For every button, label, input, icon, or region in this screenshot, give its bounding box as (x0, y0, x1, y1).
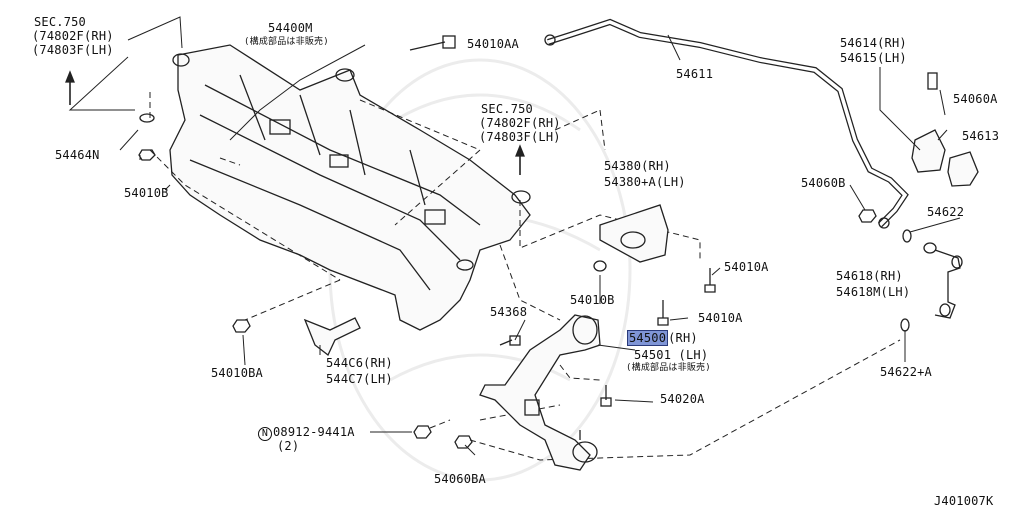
label-54615: 54615(LH) (840, 51, 907, 65)
label-54060a: 54060A (953, 92, 998, 106)
label-54400m: 54400M (268, 21, 313, 35)
leader-54614 (879, 67, 921, 151)
fasteners (138, 35, 938, 449)
label-qty-2: (2) (277, 439, 300, 453)
label-54010b-top: 54010B (124, 186, 169, 200)
arrowhead-a (65, 70, 75, 83)
label-74803f-a: (74803F(LH) (32, 43, 114, 57)
label-54618: 54618(RH) (836, 269, 903, 283)
label-74802f-b: (74802F(RH) (479, 116, 561, 130)
label-54613: 54613 (962, 129, 1000, 143)
stabilizer-end-right (878, 217, 890, 229)
subframe (169, 44, 531, 331)
label-54500-rh: (RH) (668, 331, 698, 345)
label-54501: 54501 (LH) (634, 348, 709, 362)
label-544c6: 544C6(RH) (326, 356, 393, 370)
clamp-54614 (911, 129, 946, 173)
label-54618m: 54618M(LH) (836, 285, 911, 299)
lower-arm-54500 (479, 314, 601, 471)
n-circle-symbol: N (258, 427, 272, 441)
stabilizer-link-54618 (923, 242, 963, 319)
label-54400m-note: (構成部品は非販売) (244, 37, 329, 47)
label-sec750-b: SEC.750 (481, 102, 533, 116)
label-54611: 54611 (676, 67, 714, 81)
label-54010a-1: 54010A (724, 260, 769, 274)
stabilizer-end-left (544, 34, 556, 46)
label-54501-note: (構成部品は非販売) (626, 363, 711, 373)
highlighted-part-54500[interactable]: 54500 (627, 330, 669, 346)
label-sec750-a: SEC.750 (34, 15, 86, 29)
label-54464n: 54464N (55, 148, 100, 162)
label-54010ba: 54010BA (211, 366, 263, 380)
drawing-code: J401007K (934, 494, 994, 508)
label-54010aa: 54010AA (467, 37, 519, 51)
label-54380a: 54380+A(LH) (604, 175, 686, 189)
sec750-bracket-a (68, 16, 183, 111)
solid-leaders (119, 34, 961, 456)
label-54010b-mid: 54010B (570, 293, 615, 307)
label-74802f-a: (74802F(RH) (32, 29, 114, 43)
arrowhead-b (515, 144, 525, 157)
label-54622a: 54622+A (880, 365, 932, 379)
label-74803f-b: (74803F(LH) (479, 130, 561, 144)
label-54060ba: 54060BA (434, 472, 486, 486)
label-54380: 54380(RH) (604, 159, 671, 173)
bracket-544c6 (303, 317, 361, 357)
upper-link-54380 (599, 204, 669, 263)
label-54614: 54614(RH) (840, 36, 907, 50)
label-54060b: 54060B (801, 176, 846, 190)
bushing-54613 (947, 151, 979, 187)
label-54020a: 54020A (660, 392, 705, 406)
label-54368: 54368 (490, 305, 528, 319)
leader-lines (149, 92, 901, 461)
label-54500: 54500(RH) (627, 330, 698, 346)
label-54622: 54622 (927, 205, 965, 219)
label-544c7: 544C7(LH) (326, 372, 393, 386)
label-08912-text: 08912-9441A (273, 425, 355, 439)
leader-54060a (939, 89, 946, 116)
label-54010a-2: 54010A (698, 311, 743, 325)
